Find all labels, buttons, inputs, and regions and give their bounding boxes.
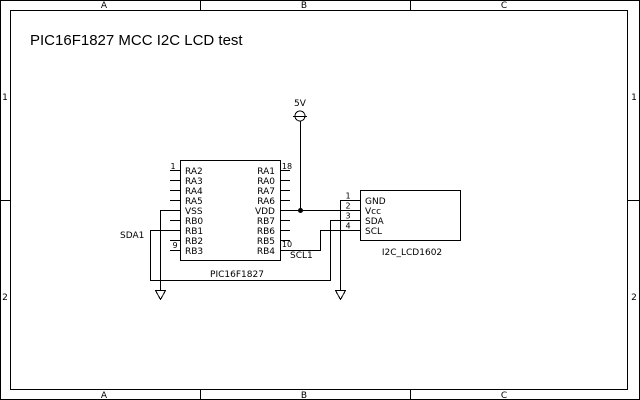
mcu-pin-label: RB5 <box>257 237 275 247</box>
wire-vss-gnd <box>160 210 170 290</box>
mcu-pin-label: RB4 <box>257 247 275 257</box>
col-label-a-bottom: A <box>101 391 108 400</box>
mcu-pin-label: RB3 <box>185 247 203 257</box>
ground-icon <box>334 290 347 301</box>
lcd-pin-label: SCL <box>365 227 382 237</box>
mcu-pin-label: RB2 <box>185 237 203 247</box>
mcu-pin-label: RA1 <box>257 167 275 177</box>
mcu-pin-num-10: 10 <box>282 240 292 249</box>
col-label-c: C <box>501 1 507 11</box>
mcu-pin-label: RB7 <box>257 217 275 227</box>
lcd-pin-number: 4 <box>345 222 350 231</box>
mcu-pin-label: RA7 <box>257 187 275 197</box>
mcu-pin-num-1: 1 <box>170 162 175 171</box>
mcu-pin-label: RB6 <box>257 227 275 237</box>
mcu-pin-num-9: 9 <box>172 241 177 250</box>
row-label-1-right: 1 <box>631 93 637 103</box>
wire-scl <box>290 230 360 251</box>
col-label-b-bottom: B <box>301 391 307 400</box>
mcu-pin-label: RA4 <box>185 187 203 197</box>
mcu-pin-label: VSS <box>185 207 203 217</box>
row-label-2-right: 2 <box>631 293 637 303</box>
power-symbol-icon <box>293 110 307 122</box>
net-label-scl: SCL1 <box>290 251 313 261</box>
mcu-pin-num-18: 18 <box>282 162 292 171</box>
mcu-pin-label: RA0 <box>257 177 275 187</box>
lcd-body <box>360 190 461 241</box>
mcu-name: PIC16F1827 <box>210 270 264 280</box>
mcu-pin-label: VDD <box>255 207 275 217</box>
row-label-1: 1 <box>2 93 8 103</box>
wire-sda <box>150 220 360 281</box>
col-label-c-bottom: C <box>501 391 507 400</box>
mcu-pin-label: RA2 <box>185 167 203 177</box>
lcd-pin-number: 1 <box>345 192 350 201</box>
mcu-pin-label: RA3 <box>185 177 203 187</box>
ground-icon <box>154 290 167 301</box>
row-label-2: 2 <box>2 293 8 303</box>
lcd-pin-number: 3 <box>345 212 350 221</box>
lcd-pin-label: SDA <box>365 217 384 227</box>
wire-lcd-gnd <box>340 200 360 290</box>
mcu-pin-label: RB0 <box>185 217 203 227</box>
mcu-pin-label: RB1 <box>185 227 203 237</box>
schematic-title: PIC16F1827 MCC I2C LCD test <box>30 32 243 49</box>
mcu-pin-label: RA6 <box>257 197 275 207</box>
lcd-pin-label: GND <box>365 197 386 207</box>
lcd-pin-number: 2 <box>345 202 350 211</box>
col-label-a: A <box>101 1 108 11</box>
mcu-pin-label: RA5 <box>185 197 203 207</box>
lcd-pin-label: Vcc <box>365 207 381 217</box>
lcd-name: I2C_LCD1602 <box>382 248 442 258</box>
inner-frame <box>10 10 628 390</box>
power-label: 5V <box>294 99 307 109</box>
net-label-sda: SDA1 <box>120 231 144 241</box>
col-label-b: B <box>301 1 307 11</box>
